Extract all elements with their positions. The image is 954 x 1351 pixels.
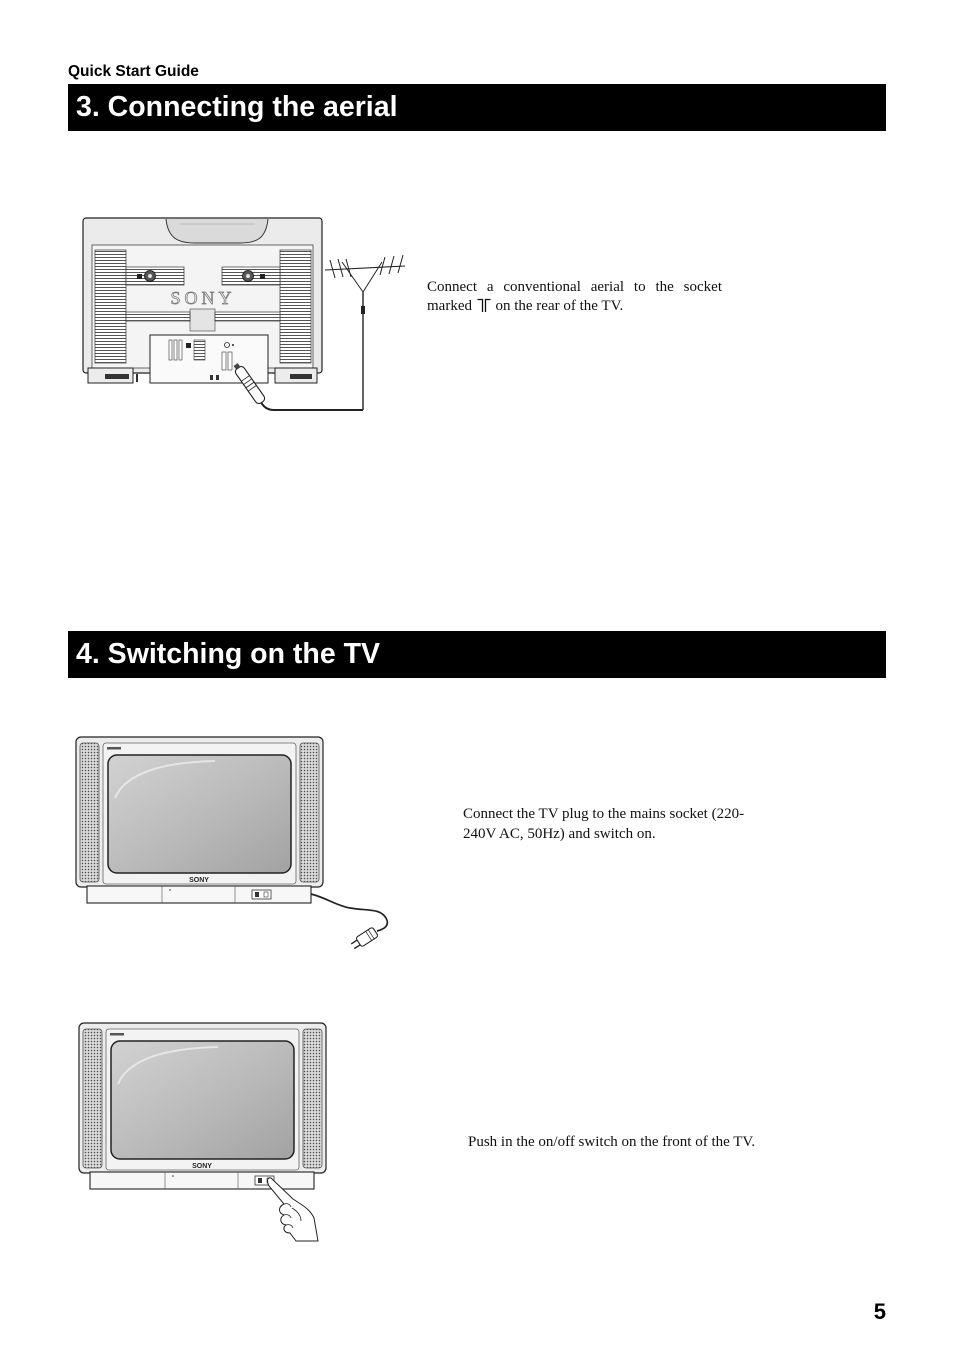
section-title-bar-power: 4. Switching on the TV	[68, 631, 886, 678]
plug-in-instruction: Connect the TV plug to the mains socket …	[463, 806, 745, 842]
tv-front-with-mains-plug-icon	[75, 736, 389, 950]
tv-front-view	[75, 736, 324, 904]
tv-rear-with-aerial-icon: SONY	[82, 217, 406, 411]
mains-plug-icon	[350, 927, 378, 950]
switch-on-instruction: Push in the on/off switch on the front o…	[468, 1134, 756, 1150]
aerial-cable	[259, 399, 363, 411]
aerial-instruction-text-end: on the rear of the TV.	[495, 298, 624, 314]
tv-front-view	[78, 1022, 327, 1190]
aerial-icon	[324, 254, 406, 410]
hand-icon	[267, 1177, 319, 1242]
tv-front-with-hand-pressing-switch-icon	[78, 1022, 327, 1242]
section-title-aerial: 3. Connecting the aerial	[76, 91, 398, 123]
page-number: 5	[873, 1299, 886, 1324]
tv-rear-connector-panel	[149, 334, 269, 384]
rear-brand-logo: SONY	[170, 288, 235, 308]
section-title-bar-aerial: 3. Connecting the aerial	[68, 84, 886, 131]
power-cord	[310, 893, 389, 932]
aerial-instruction-text-start: Connect a conventional aerial to the soc…	[427, 279, 722, 314]
tv-rear-housing: SONY	[82, 217, 323, 384]
section-title-power: 4. Switching on the TV	[76, 638, 381, 670]
aerial-socket-icon	[477, 298, 491, 312]
guide-label: Quick Start Guide	[68, 63, 199, 80]
aerial-instruction: Connect a conventional aerial to the soc…	[427, 278, 722, 316]
aerial-plug-icon	[233, 363, 266, 405]
